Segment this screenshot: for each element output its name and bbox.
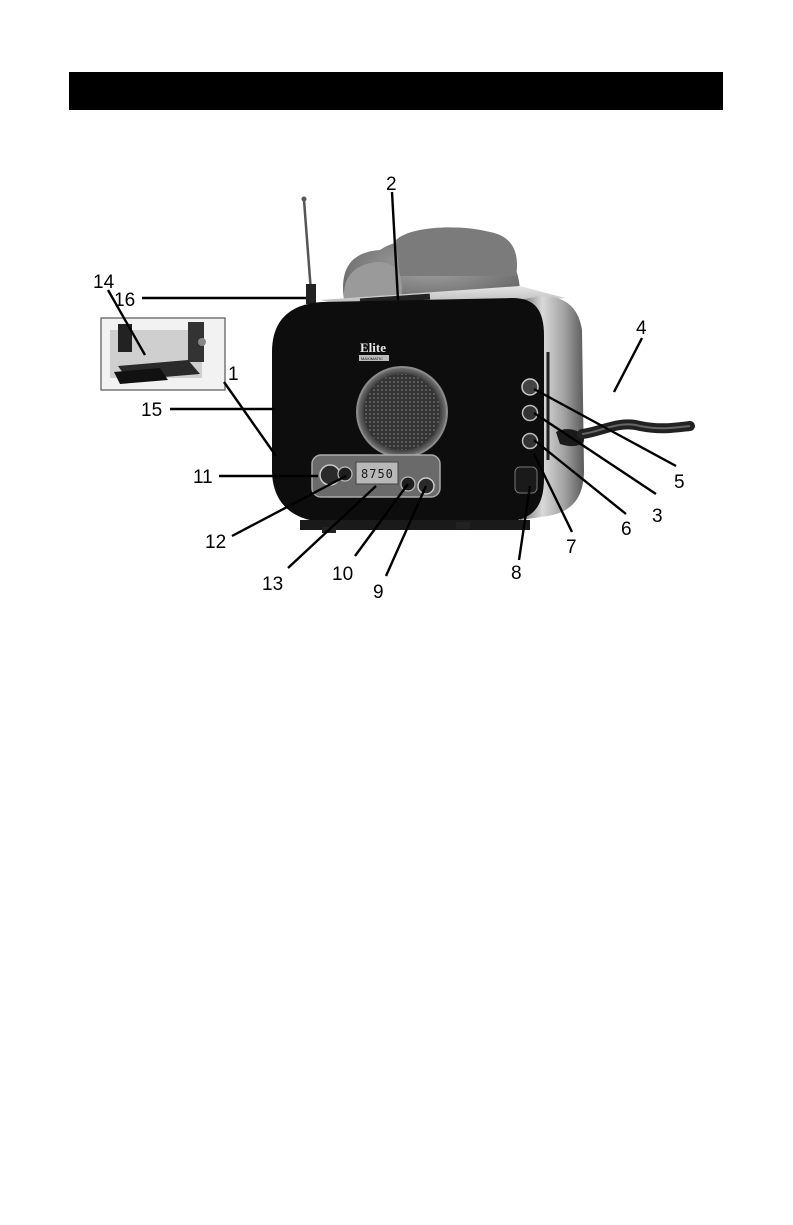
callout-8: 8	[511, 563, 522, 584]
callout-11: 11	[193, 467, 213, 488]
callout-3: 3	[652, 506, 663, 527]
callout-12: 12	[205, 532, 226, 553]
callout-15: 15	[141, 400, 162, 421]
callout-7: 7	[566, 537, 577, 558]
inset-photo-crumb-tray	[101, 318, 225, 390]
callout-1: 1	[228, 364, 239, 385]
callout-6: 6	[621, 519, 632, 540]
telescopic-antenna	[302, 197, 317, 305]
callout-2: 2	[386, 174, 397, 195]
callout-9: 9	[373, 582, 384, 603]
brand-subtitle: MAXIMATIC	[361, 356, 383, 361]
brand-logo: Elite	[360, 340, 386, 355]
callout-14: 14	[93, 272, 115, 293]
callout-13: 13	[262, 574, 283, 595]
speaker-grille	[357, 367, 447, 457]
lcd-readout: 8750	[361, 467, 394, 481]
toaster-radio-diagram: Elite MAXIMATIC 8750	[0, 0, 793, 620]
callout-10: 10	[332, 564, 353, 585]
callout-16: 16	[114, 290, 135, 311]
callout-4: 4	[636, 318, 647, 339]
callout-5: 5	[674, 472, 685, 493]
